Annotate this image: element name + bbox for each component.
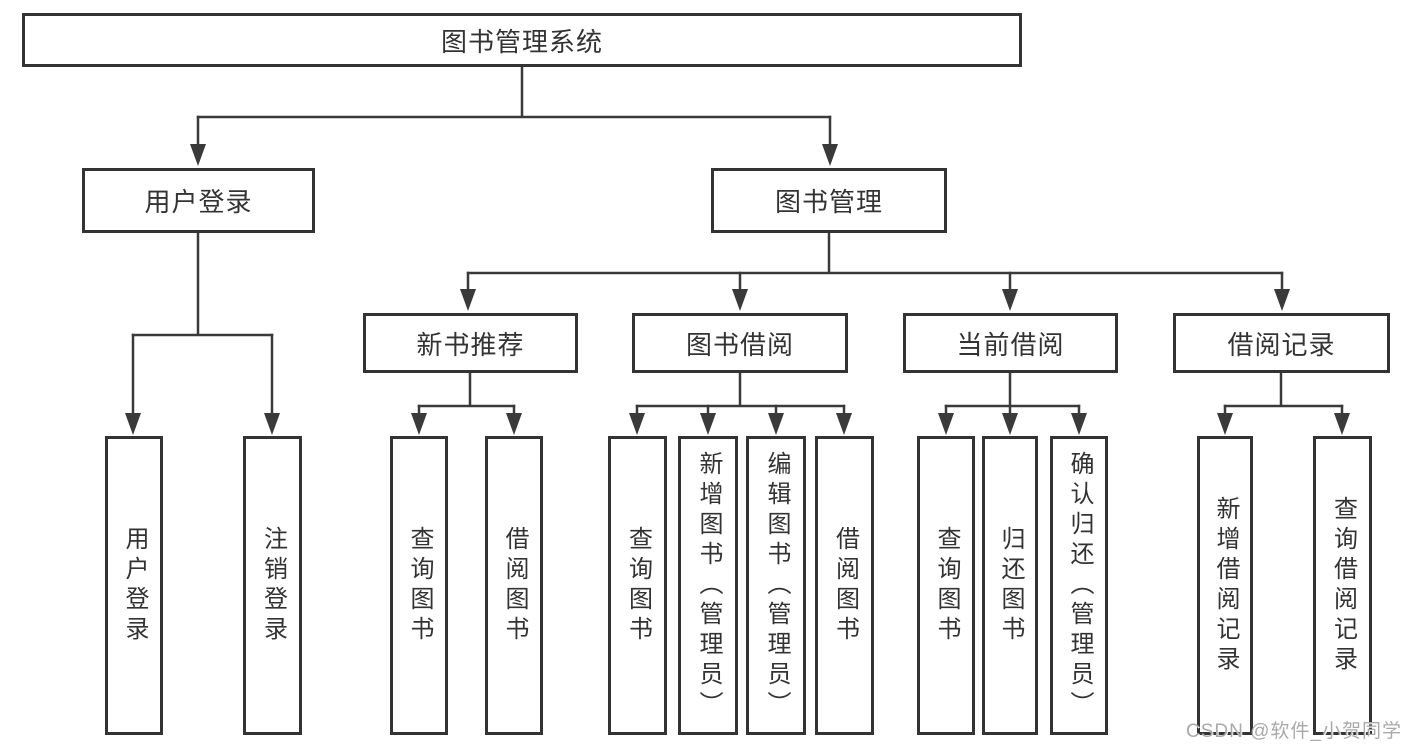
node-borrow-records: 借阅记录 <box>1173 313 1390 373</box>
leaf-borrow-add-books-admin: 新增图书（管理员） <box>678 436 738 735</box>
connector-bars <box>131 65 1344 421</box>
leaf-recommend-query-books: 查询图书 <box>390 436 448 735</box>
node-user-login: 用户登录 <box>82 168 315 233</box>
leaf-current-confirm-return-admin: 确认归还（管理员） <box>1050 436 1108 735</box>
node-new-book-recommend: 新书推荐 <box>363 313 578 373</box>
leaf-recommend-borrow-books: 借阅图书 <box>485 436 543 735</box>
node-root: 图书管理系统 <box>22 13 1022 67</box>
arrow-shafts <box>131 115 1344 421</box>
node-current-borrow: 当前借阅 <box>903 313 1118 373</box>
leaf-current-return-books: 归还图书 <box>982 436 1038 735</box>
leaf-current-query-books: 查询图书 <box>917 436 975 735</box>
leaf-records-add-record: 新增借阅记录 <box>1197 436 1253 735</box>
leaf-borrow-query-books: 查询图书 <box>608 436 667 735</box>
watermark: CSDN @软件_小贺同学 <box>1186 721 1402 742</box>
leaf-borrow-edit-books-admin: 编辑图书（管理员） <box>746 436 806 735</box>
leaf-records-query-record: 查询借阅记录 <box>1313 436 1372 735</box>
leaf-borrow-borrow-books: 借阅图书 <box>815 436 874 735</box>
node-book-borrow: 图书借阅 <box>632 313 848 373</box>
arrowheads <box>125 144 1350 435</box>
node-book-management: 图书管理 <box>711 168 947 233</box>
leaf-logout: 注销登录 <box>243 436 302 735</box>
leaf-user-login: 用户登录 <box>105 436 163 735</box>
